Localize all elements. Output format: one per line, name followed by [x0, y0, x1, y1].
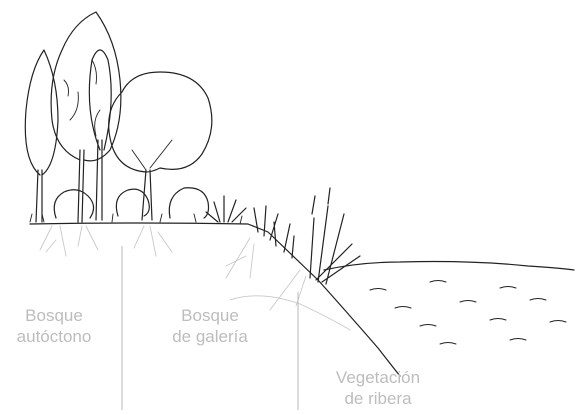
- shrub: [116, 189, 149, 216]
- label-line: de ribera: [318, 388, 438, 409]
- grass-tuft: [206, 196, 246, 222]
- water-surface: [324, 262, 574, 271]
- reed-plants: [254, 206, 294, 258]
- zone-label-vegetacion-ribera: Vegetación de ribera: [318, 367, 438, 409]
- shrub: [169, 188, 208, 218]
- zone-label-bosque-galeria: Bosque de galería: [155, 305, 265, 347]
- zone-label-bosque-autoctono: Bosque autóctono: [4, 305, 104, 347]
- round-tree: [109, 72, 212, 220]
- label-line: autóctono: [4, 326, 104, 347]
- water-waves: [370, 281, 566, 345]
- cypress-tree: [89, 50, 111, 220]
- slim-tree: [25, 50, 58, 222]
- cattail-reeds: [310, 188, 360, 284]
- label-line: Bosque: [4, 305, 104, 326]
- shrub: [54, 190, 93, 218]
- label-line: de galería: [155, 326, 265, 347]
- label-line: Vegetación: [318, 367, 438, 388]
- label-line: Bosque: [155, 305, 265, 326]
- ground-line: [30, 223, 400, 376]
